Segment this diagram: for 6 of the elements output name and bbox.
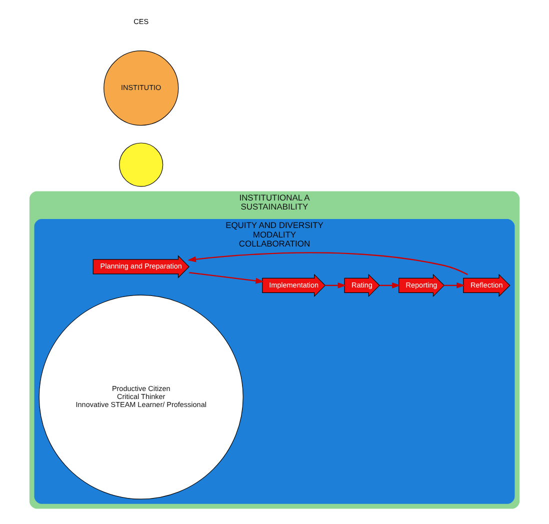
- arrow: [444, 282, 466, 288]
- arrow: [380, 282, 401, 288]
- arrow: [189, 272, 264, 284]
- node-circle: [119, 142, 164, 186]
- arrow: [325, 282, 346, 288]
- arrow: [188, 252, 468, 275]
